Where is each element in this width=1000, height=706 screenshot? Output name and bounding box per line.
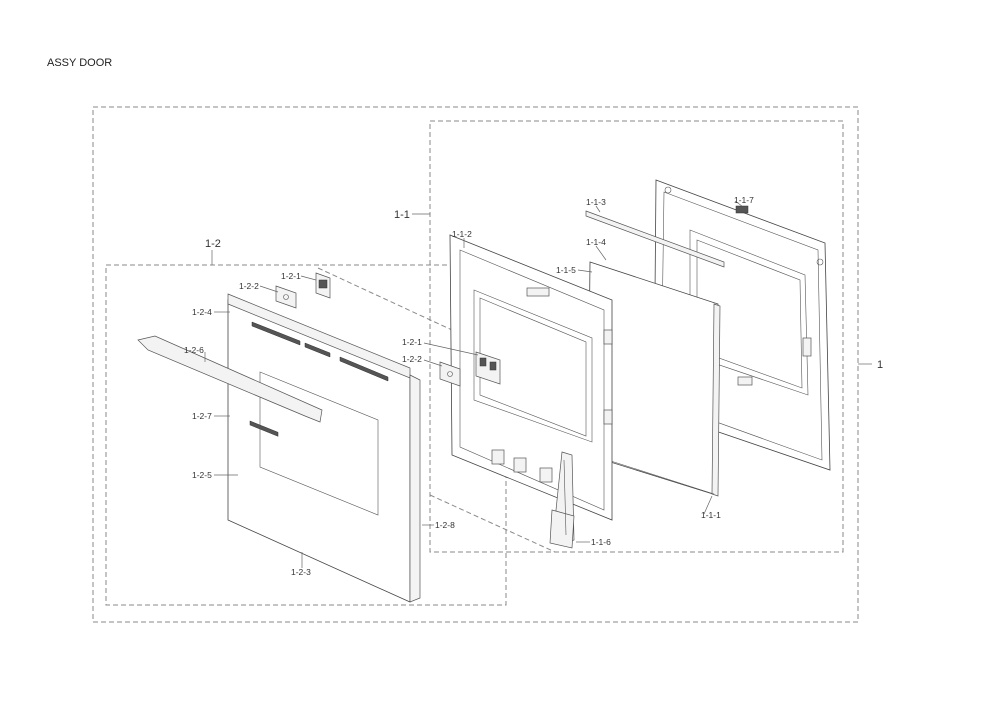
- label-1-1: 1-1: [394, 209, 410, 221]
- label-1-1-7: 1-1-7: [734, 195, 754, 205]
- label-1-2-2-middle: 1-2-2: [402, 354, 422, 364]
- outer-door-part: [227, 293, 421, 603]
- label-1-1-1: 1-1-1: [701, 510, 721, 520]
- hinge-part: [549, 451, 575, 549]
- label-1-2-2-upper: 1-2-2: [239, 281, 259, 291]
- projection-line: [429, 494, 556, 553]
- group-box-1-1: [429, 120, 844, 553]
- handle-part: [137, 335, 323, 423]
- label-1-1-6: 1-1-6: [591, 537, 611, 547]
- label-1-2-8: 1-2-8: [435, 520, 455, 530]
- label-1-1-3: 1-1-3: [586, 197, 606, 207]
- label-1-2-1-upper: 1-2-1: [281, 271, 301, 281]
- bracket-part-upper: [275, 272, 331, 309]
- label-1-1-5: 1-1-5: [556, 265, 576, 275]
- label-1-2-4: 1-2-4: [192, 307, 212, 317]
- page-title: ASSY DOOR: [47, 57, 113, 69]
- leader-lines: [204, 200, 872, 568]
- inner-frame-part: [449, 234, 613, 521]
- label-1-2-6: 1-2-6: [184, 345, 204, 355]
- label-1-2-5: 1-2-5: [192, 470, 212, 480]
- label-1-2: 1-2: [205, 238, 221, 250]
- bracket-part-middle: [439, 351, 501, 387]
- label-1-1-2: 1-1-2: [452, 229, 472, 239]
- label-1-2-7: 1-2-7: [192, 411, 212, 421]
- label-1-2-1-middle: 1-2-1: [402, 337, 422, 347]
- label-1-2-3: 1-2-3: [291, 567, 311, 577]
- label-1: 1: [877, 359, 883, 371]
- strip-part: [585, 210, 725, 268]
- label-1-1-4: 1-1-4: [586, 237, 606, 247]
